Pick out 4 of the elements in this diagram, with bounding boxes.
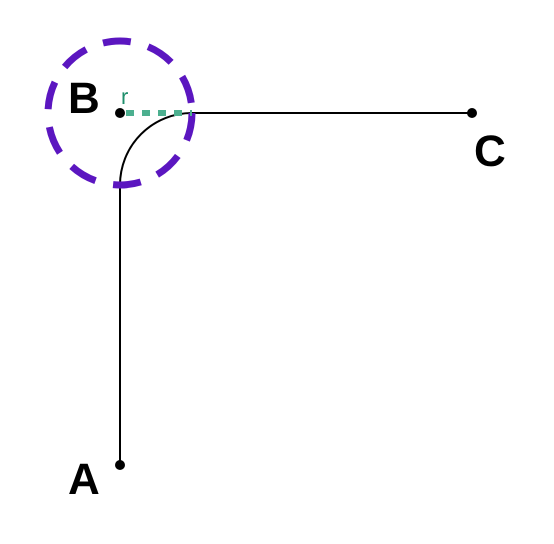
point-label: B	[68, 77, 100, 121]
point-label: C	[474, 130, 506, 174]
radius-label: r	[121, 86, 128, 108]
point-label: A	[68, 458, 100, 502]
